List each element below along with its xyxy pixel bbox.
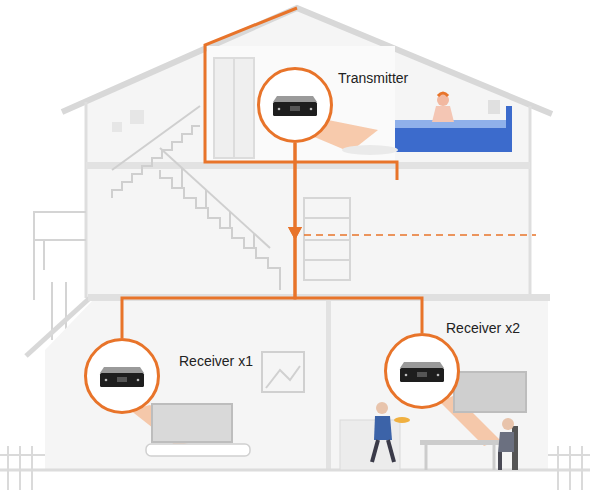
shelf-board [304, 239, 350, 241]
arrow-head [288, 227, 302, 240]
wall-shelf [488, 100, 500, 114]
bedroom [207, 46, 395, 161]
living-room [146, 404, 250, 456]
balcony-frame [34, 212, 86, 300]
man-head [502, 418, 514, 430]
lower-flight [160, 170, 280, 290]
waiter-leg [372, 440, 378, 462]
fence-post [19, 446, 21, 490]
wall-tv [454, 372, 526, 412]
device-icon [87, 341, 157, 411]
stairs [112, 106, 280, 290]
person-hair [438, 93, 448, 96]
upper-rail [112, 106, 200, 170]
device-label: Transmitter [338, 70, 408, 87]
device-circle: Transmitter [257, 67, 333, 143]
device-led [105, 379, 108, 382]
fence-post [557, 446, 559, 490]
interior-wall [326, 301, 331, 470]
device-led [437, 374, 440, 377]
ground-body [45, 298, 548, 470]
arrow-head [288, 227, 302, 240]
table-leg [425, 445, 428, 470]
signal-line [122, 143, 302, 338]
man-body [498, 432, 514, 452]
device-icon [387, 336, 457, 406]
side-rug [342, 145, 398, 155]
man-leg [498, 452, 502, 470]
plant [43, 240, 45, 270]
device-label: Receiver x2 [446, 320, 520, 337]
device-label: Receiver x1 [179, 353, 253, 370]
kitchen-counter [340, 420, 400, 470]
signal-path [122, 143, 295, 338]
device-top [400, 362, 444, 368]
rail-post [181, 168, 183, 188]
bed-base [395, 126, 511, 152]
room-outline [205, 8, 397, 180]
device-screen [117, 377, 127, 382]
fence-post [7, 446, 9, 490]
fence [0, 446, 590, 490]
signal-line [288, 143, 422, 333]
device-body [100, 373, 144, 387]
device-screen [290, 106, 300, 111]
fence-rail [0, 454, 45, 456]
device-circle: Receiver x2 [384, 333, 460, 409]
bed-head [506, 106, 512, 152]
wall-frame [130, 110, 144, 124]
tray [394, 417, 410, 423]
person-head [437, 94, 449, 106]
upper-house [62, 8, 552, 298]
device-top [100, 367, 144, 373]
table-top [420, 440, 500, 445]
waiter-body [374, 416, 392, 440]
device-led [137, 379, 140, 382]
rail-post [205, 190, 207, 208]
picture-mountain [266, 366, 300, 388]
fence-post [31, 446, 33, 490]
device-body [400, 368, 444, 382]
device-top [273, 96, 317, 102]
wall-frame [112, 122, 122, 132]
device-led [278, 108, 281, 111]
balcony-rail [34, 239, 86, 241]
wardrobe [214, 58, 254, 158]
bed [342, 93, 512, 155]
wardrobe-door [233, 58, 235, 158]
table-leg [493, 445, 496, 470]
waiter-head [376, 402, 388, 414]
device-circle: Receiver x1 [84, 338, 160, 414]
tv-stand [146, 444, 250, 456]
waiter-leg [388, 440, 394, 462]
porch-roof [26, 296, 92, 356]
device-led [310, 108, 313, 111]
person-body [432, 106, 454, 122]
fence-post [569, 446, 571, 490]
rail-post [253, 234, 255, 248]
upper-body [85, 8, 530, 298]
signal-cones [130, 118, 500, 446]
device-icon [260, 70, 330, 140]
signal-dash [304, 234, 536, 236]
device-led [405, 374, 408, 377]
left-wall [85, 102, 88, 298]
tv-screen [152, 404, 232, 442]
device-screen [417, 372, 427, 377]
fence-post [581, 446, 583, 490]
shelf-board [304, 217, 350, 219]
shelf-frame [304, 198, 350, 280]
rail-post [229, 212, 231, 228]
right-wall [529, 106, 532, 298]
ground-floor [0, 294, 590, 470]
signal-path [295, 143, 422, 333]
bookshelf [304, 198, 350, 280]
shelf-board [304, 259, 350, 261]
picture-frame [262, 352, 304, 392]
device-body [273, 102, 317, 116]
